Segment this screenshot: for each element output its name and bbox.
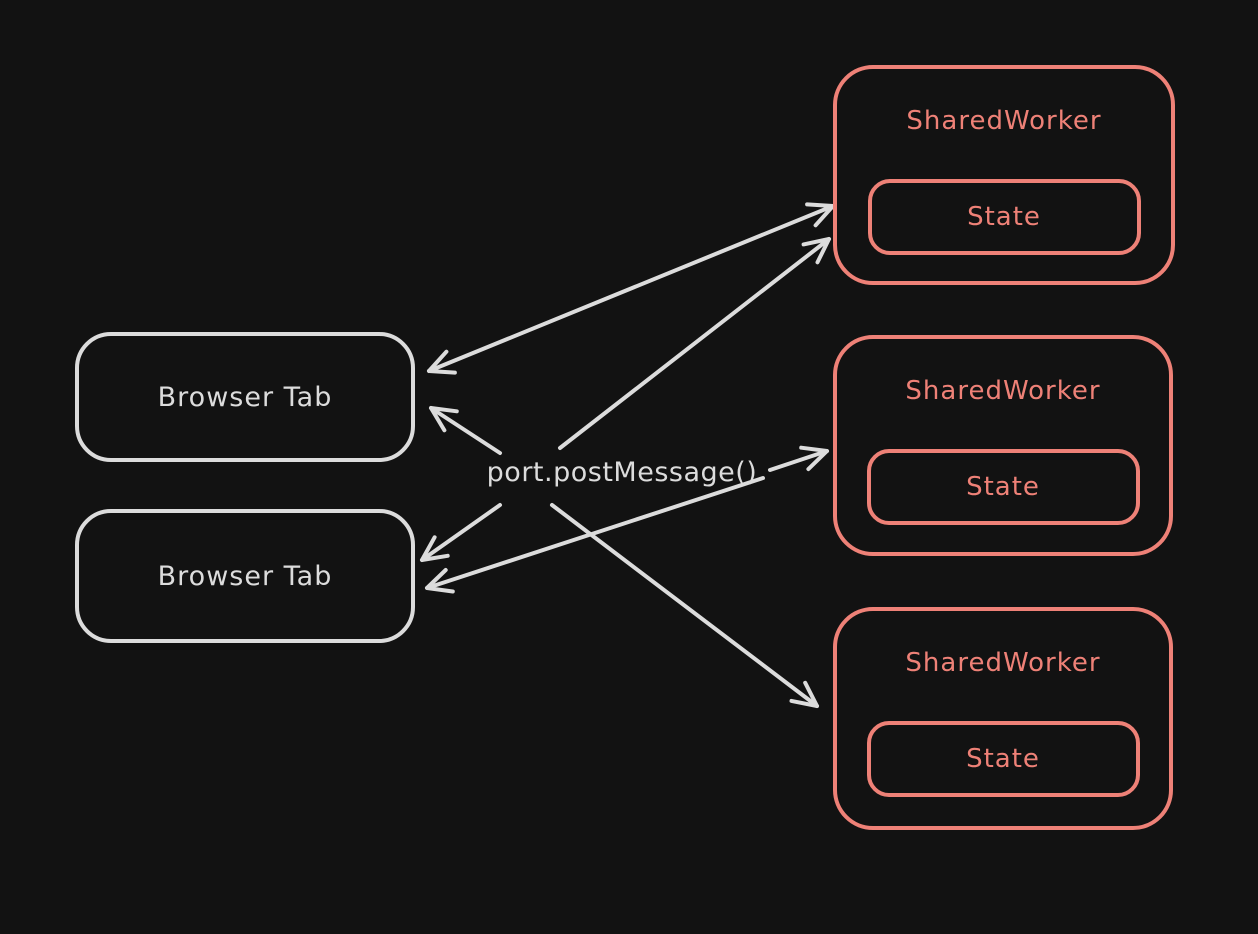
shared-worker-1[interactable]: SharedWorker State (833, 65, 1175, 285)
arrow-center-to-tab2-lower[interactable] (425, 476, 765, 594)
arrowhead (799, 445, 829, 472)
browser-tab-2-label: Browser Tab (157, 560, 333, 592)
browser-tab-2[interactable]: Browser Tab (75, 509, 415, 643)
shared-worker-3-label: SharedWorker (905, 648, 1101, 678)
arrow-center-to-worker2[interactable] (768, 445, 829, 472)
arrow-tab1-worker1-bidirectional[interactable] (427, 202, 835, 375)
shared-worker-1-state-box[interactable]: State (867, 179, 1141, 255)
shared-worker-2-state-label: State (966, 472, 1040, 502)
shared-worker-1-state-label: State (967, 202, 1041, 232)
arrowhead (429, 406, 459, 433)
port-postmessage-label[interactable]: port.postMessage() (486, 457, 758, 488)
shared-worker-2-label: SharedWorker (905, 376, 1101, 406)
shared-worker-3-state-label: State (966, 744, 1040, 774)
arrowhead (425, 568, 455, 594)
shared-worker-3-state-box[interactable]: State (866, 721, 1140, 797)
arrow-center-to-tab2-upper[interactable] (420, 503, 502, 562)
arrowhead (427, 349, 457, 375)
browser-tab-1-label: Browser Tab (157, 381, 333, 413)
arrow-center-to-tab1[interactable] (429, 406, 502, 455)
shared-worker-3[interactable]: SharedWorker State (833, 607, 1173, 830)
shared-worker-1-label: SharedWorker (906, 106, 1102, 136)
arrow-center-to-worker1[interactable] (558, 237, 831, 450)
arrow-center-to-worker3[interactable] (550, 503, 819, 708)
arrowhead (789, 680, 819, 708)
browser-tab-1[interactable]: Browser Tab (75, 332, 415, 462)
shared-worker-2[interactable]: SharedWorker State (833, 335, 1173, 556)
shared-worker-2-state-box[interactable]: State (866, 449, 1140, 525)
arrowhead (801, 237, 831, 265)
arrowhead (420, 535, 450, 562)
